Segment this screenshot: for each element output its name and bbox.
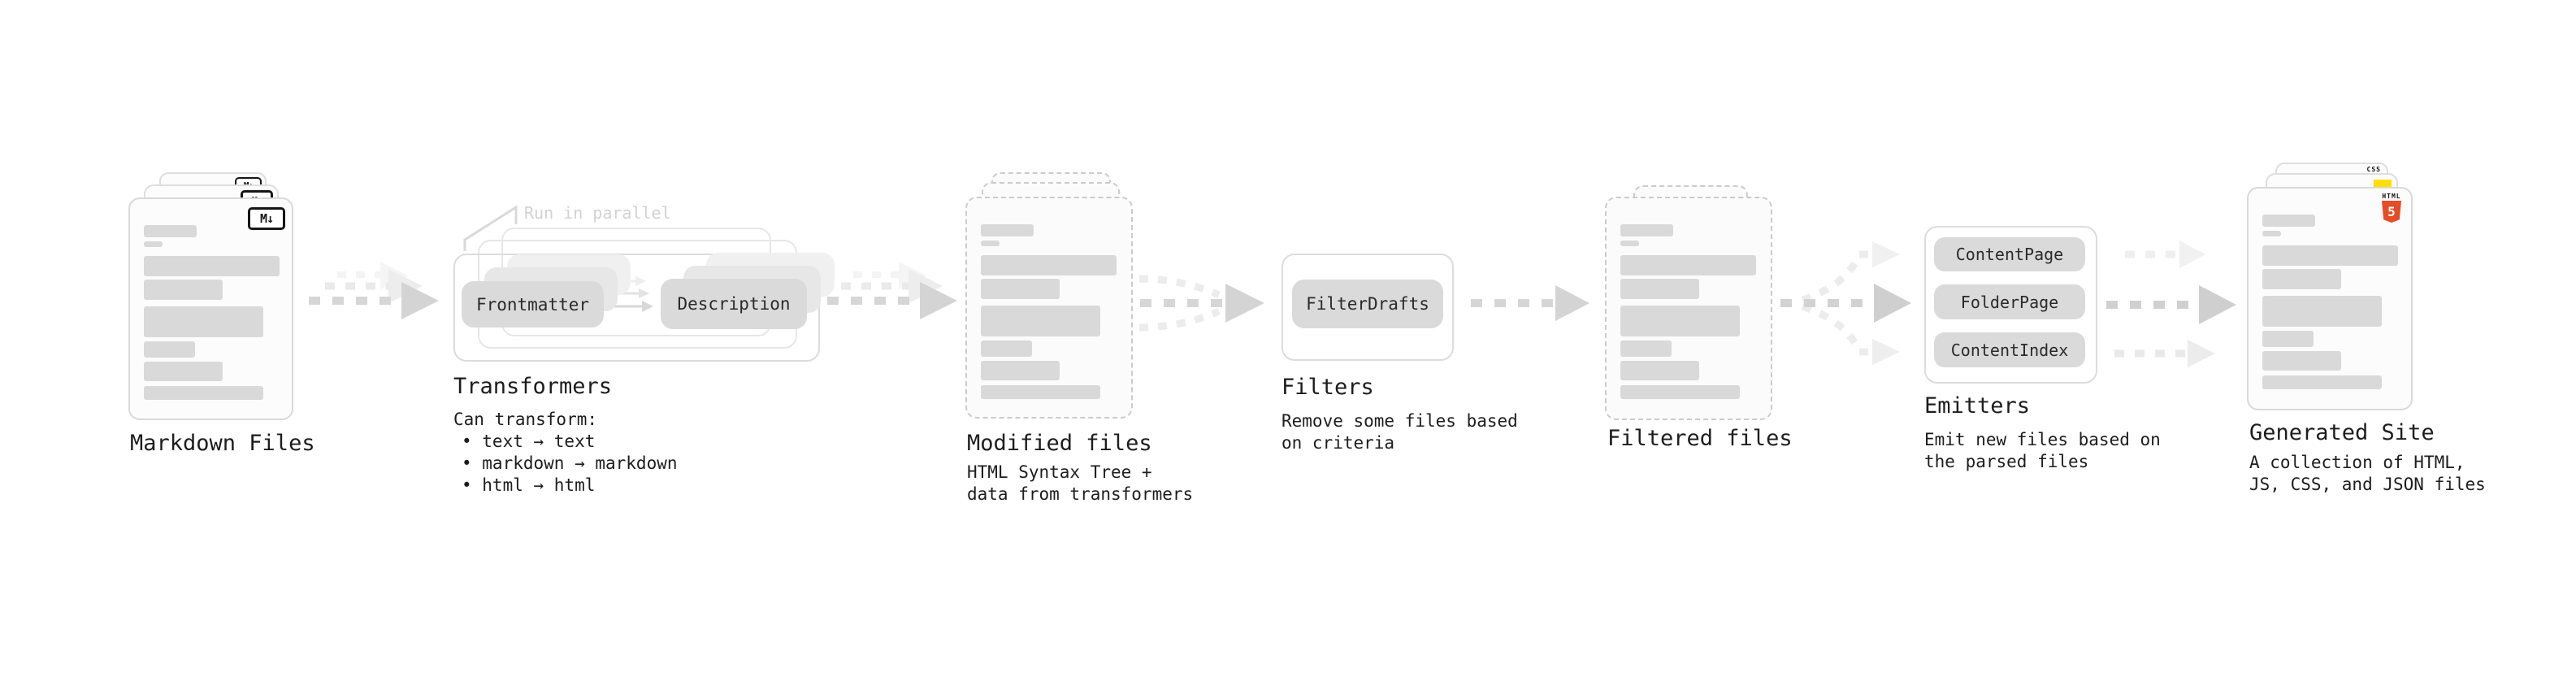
skeleton-bar (144, 341, 195, 358)
arrow-modified-to-filters (1138, 275, 1264, 332)
file-card: HTML 5 (2247, 187, 2413, 410)
arrow-markdown-to-transformers (309, 262, 439, 319)
stage-description: A collection of HTML, JS, CSS, and JSON … (2249, 452, 2486, 496)
html5-icon: HTML 5 (2381, 193, 2402, 223)
arrow-transformers-to-modified (827, 262, 957, 319)
html5-icon-shield: 5 (2382, 201, 2401, 223)
stage-label: Modified files (967, 431, 1152, 456)
skeleton-bar (2262, 269, 2341, 289)
desc-line: A collection of HTML, (2249, 453, 2465, 472)
stage-label: Markdown Files (130, 431, 315, 456)
folderpage-pill: FolderPage (1934, 284, 2085, 319)
filterdrafts-pill: FilterDrafts (1292, 280, 1443, 328)
desc-line: data from transformers (967, 484, 1194, 504)
skeleton-bar (981, 255, 1117, 275)
skeleton-bar (981, 241, 1000, 246)
skeleton-bar (981, 306, 1100, 336)
description-pill: Description (661, 279, 807, 329)
desc-line: Emit new files based on (1924, 430, 2161, 449)
skeleton-bar (1620, 361, 1699, 380)
arrow-filters-to-filtered (1471, 285, 1589, 321)
skeleton-bar (144, 256, 280, 276)
arrow-filtered-to-emitters (1780, 241, 1911, 365)
skeleton-bar (981, 224, 1034, 236)
stage-description: Emit new files based on the parsed files (1924, 429, 2161, 473)
skeleton-bar (2262, 245, 2398, 266)
skeleton-bar (2262, 351, 2341, 371)
skeleton-bar (981, 385, 1100, 399)
stage-label: Emitters (1924, 393, 2031, 419)
skeleton-bar (1620, 255, 1756, 275)
skeleton-bar (1620, 306, 1740, 336)
stage-description: Remove some files based on criteria (1281, 410, 1518, 454)
desc-line: Can transform: (453, 410, 598, 429)
skeleton-bar (2262, 375, 2382, 389)
stage-label: Transformers (453, 374, 613, 399)
stage-label: Filters (1281, 375, 1374, 400)
frontmatter-pill: Frontmatter (462, 281, 604, 327)
markdown-icon: M↓ (248, 207, 285, 230)
stage-label: Generated Site (2249, 420, 2435, 445)
desc-line: • markdown → markdown (462, 453, 678, 473)
file-card (965, 197, 1133, 419)
skeleton-bar (2262, 231, 2281, 236)
skeleton-bar (1620, 385, 1740, 399)
skeleton-bar (981, 361, 1060, 380)
skeleton-bar (1620, 340, 1672, 357)
skeleton-bar (981, 340, 1032, 357)
skeleton-bar (144, 241, 163, 247)
skeleton-bar (144, 306, 263, 337)
skeleton-bar (2262, 331, 2314, 347)
skeleton-bar (2262, 296, 2382, 327)
contentpage-pill: ContentPage (1934, 237, 2085, 271)
skeleton-bar (1620, 279, 1699, 299)
transformer-box (453, 254, 820, 362)
stage-description: HTML Syntax Tree + data from transformer… (967, 462, 1193, 505)
skeleton-bar (1620, 224, 1673, 236)
desc-line: • text → text (462, 432, 596, 451)
arrow-emitters-to-generated (2106, 241, 2236, 367)
desc-line: HTML Syntax Tree + (967, 462, 1152, 482)
stage-description: Can transform: • text → text • markdown … (453, 409, 678, 497)
skeleton-bar (144, 386, 263, 400)
skeleton-bar (144, 280, 223, 300)
skeleton-bar (1620, 241, 1639, 246)
contentindex-pill: ContentIndex (1934, 332, 2085, 367)
css-icon-label: CSS (2366, 166, 2381, 173)
desc-line: on criteria (1281, 433, 1395, 453)
desc-line: • html → html (462, 475, 596, 495)
desc-line: the parsed files (1924, 452, 2089, 471)
html5-icon-label: HTML (2382, 193, 2401, 200)
run-in-parallel-annotation: Run in parallel (524, 203, 671, 223)
run-in-parallel-leader-line (463, 205, 518, 251)
skeleton-bar (981, 279, 1060, 299)
skeleton-bar (2262, 215, 2315, 227)
stage-label: Filtered files (1607, 426, 1793, 451)
desc-line: JS, CSS, and JSON files (2249, 475, 2486, 494)
file-card: M↓ (128, 197, 293, 420)
skeleton-bar (144, 362, 223, 381)
file-card (1605, 197, 1772, 420)
desc-line: Remove some files based (1281, 411, 1518, 431)
skeleton-bar (144, 225, 197, 237)
